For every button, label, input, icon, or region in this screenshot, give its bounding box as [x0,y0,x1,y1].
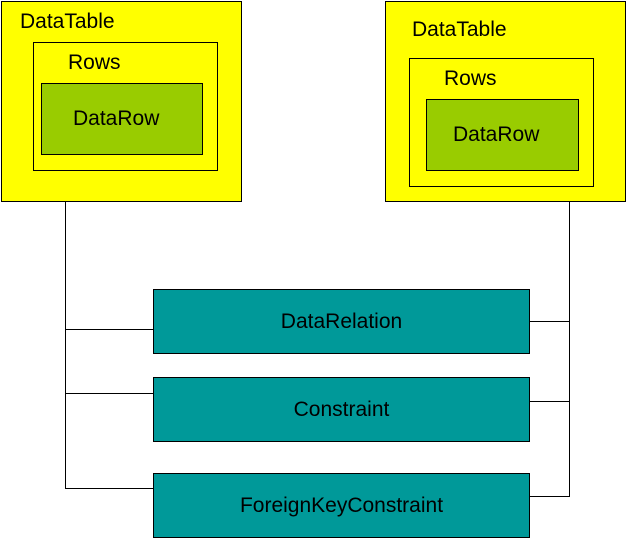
rows-right-label: Rows [444,67,497,90]
datarow-left-label: DataRow [73,107,160,130]
datatable-right: DataTable Rows DataRow [385,1,626,202]
constraint-box: Constraint [153,377,530,442]
datatable-left: DataTable Rows DataRow [1,1,242,202]
datatable-left-title: DataTable [20,10,115,33]
rows-right: Rows DataRow [409,58,594,187]
foreignkeyconstraint-box: ForeignKeyConstraint [153,473,530,538]
constraint-label: Constraint [293,397,390,421]
datarelation-box: DataRelation [153,289,530,354]
datarow-right-label: DataRow [453,123,540,146]
datarelation-label: DataRelation [280,309,403,333]
datatable-right-title: DataTable [412,18,507,41]
datarow-right: DataRow [426,99,579,171]
rows-left: Rows DataRow [33,42,218,171]
foreignkeyconstraint-label: ForeignKeyConstraint [239,493,444,517]
datarow-left: DataRow [41,83,203,155]
rows-left-label: Rows [68,51,121,74]
